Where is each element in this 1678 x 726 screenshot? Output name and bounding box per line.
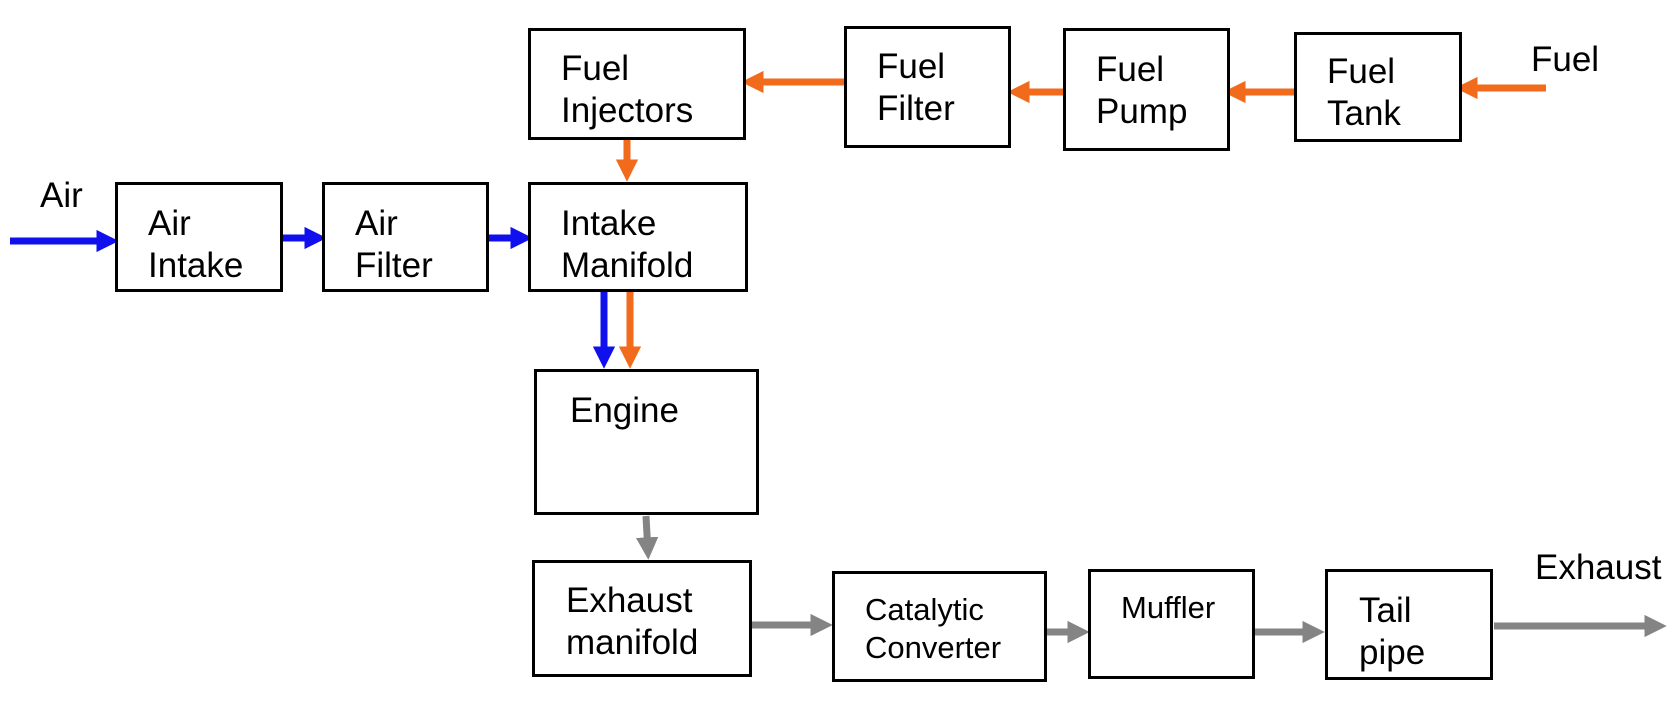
- fuel-tank-line1: Fuel: [1327, 52, 1396, 91]
- fuel-pump-line1: Fuel: [1096, 50, 1165, 89]
- air-intake-box: Air Intake: [115, 182, 283, 292]
- fuel-input-label: Fuel: [1531, 40, 1600, 79]
- arrow-engine-to-exhaust-manifold: [635, 515, 659, 560]
- muffler-box: Muffler: [1088, 569, 1255, 679]
- fuel-tank-box: Fuel Tank: [1294, 32, 1462, 142]
- intake-manifold-line2: Manifold: [561, 246, 694, 285]
- catalytic-converter-line1: Catalytic: [865, 592, 984, 627]
- intake-manifold-box: Intake Manifold: [528, 182, 748, 292]
- engine-box: Engine: [534, 369, 759, 515]
- air-input-label: Air: [40, 176, 83, 215]
- fuel-filter-line2: Filter: [877, 89, 955, 128]
- exhaust-output-label: Exhaust: [1535, 548, 1662, 587]
- exhaust-manifold-box: Exhaust manifold: [532, 560, 752, 677]
- air-filter-box: Air Filter: [322, 182, 489, 292]
- fuel-injectors-line2: Injectors: [561, 91, 694, 130]
- exhaust-manifold-line2: manifold: [566, 623, 699, 662]
- fuel-tank-line2: Tank: [1327, 94, 1401, 133]
- fuel-filter-box: Fuel Filter: [844, 26, 1011, 148]
- catalytic-converter-line2: Converter: [865, 630, 1002, 665]
- air-filter-line1: Air: [355, 204, 398, 243]
- muffler-label: Muffler: [1121, 590, 1216, 625]
- fuel-injectors-line1: Fuel: [561, 49, 630, 88]
- exhaust-manifold-line1: Exhaust: [566, 581, 693, 620]
- air-intake-line1: Air: [148, 204, 191, 243]
- air-filter-line2: Filter: [355, 246, 433, 285]
- intake-manifold-line1: Intake: [561, 204, 657, 243]
- tail-pipe-line1: Tail: [1359, 591, 1412, 630]
- fuel-injectors-box: Fuel Injectors: [528, 28, 746, 140]
- fuel-pump-line2: Pump: [1096, 92, 1188, 131]
- air-intake-line2: Intake: [148, 246, 244, 285]
- engine-label: Engine: [570, 391, 679, 430]
- fuel-pump-box: Fuel Pump: [1063, 28, 1230, 151]
- tail-pipe-box: Tail pipe: [1325, 569, 1493, 680]
- tail-pipe-line2: pipe: [1359, 633, 1426, 672]
- fuel-filter-line1: Fuel: [877, 47, 946, 86]
- catalytic-converter-box: Catalytic Converter: [832, 571, 1047, 682]
